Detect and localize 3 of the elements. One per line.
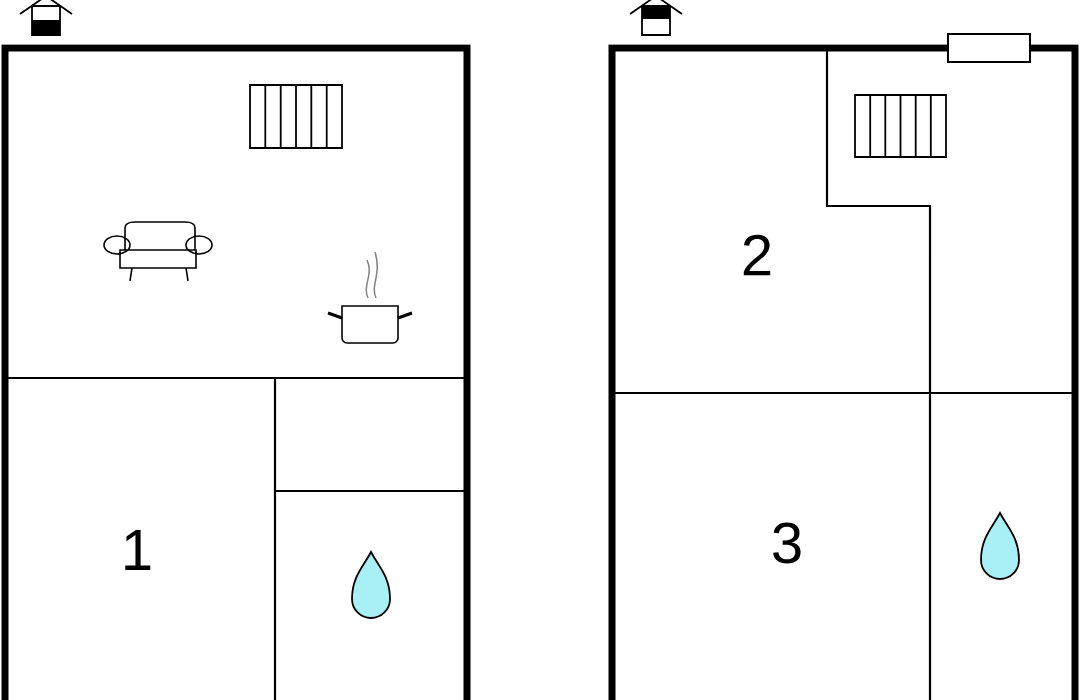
room-number: 1 xyxy=(125,530,151,570)
room-number: 2 xyxy=(743,234,771,276)
room-number: 3 xyxy=(773,522,801,564)
